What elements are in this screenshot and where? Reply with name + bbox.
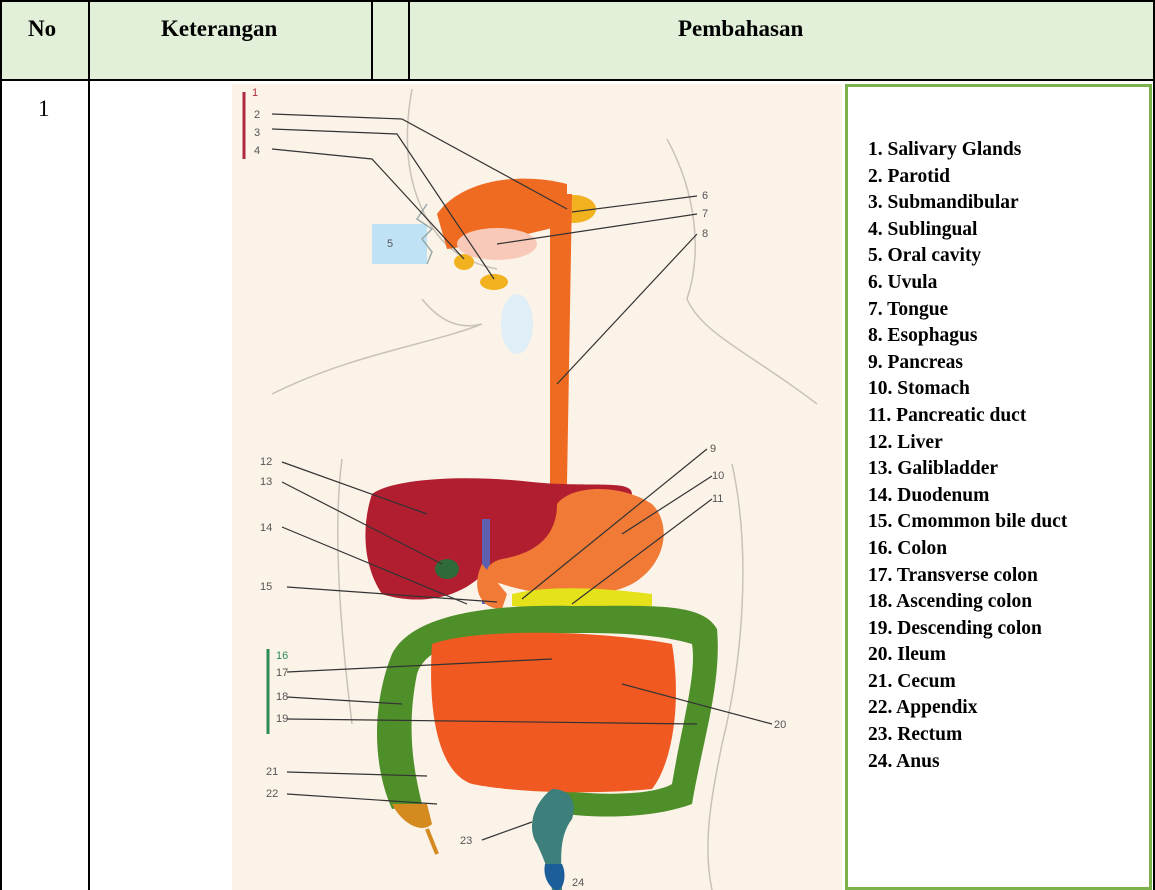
- diagram-label-1: 1: [252, 87, 258, 99]
- legend-item: 19. Descending colon: [868, 616, 1067, 643]
- diagram-label-13: 13: [260, 476, 272, 488]
- diagram-label-5: 5: [387, 238, 393, 250]
- diagram-label-2: 2: [254, 109, 260, 121]
- legend-item: 24. Anus: [868, 749, 1067, 776]
- legend-item: 7. Tongue: [868, 297, 1067, 324]
- diagram-label-3: 3: [254, 127, 260, 139]
- table-left-border: [0, 0, 2, 890]
- column-divider-keterangan: [371, 0, 373, 80]
- diagram-label-18: 18: [276, 691, 288, 703]
- diagram-label-6: 6: [702, 190, 708, 202]
- legend-item: 23. Rectum: [868, 722, 1067, 749]
- diagram-label-4: 4: [254, 145, 260, 157]
- legend-item: 12. Liver: [868, 430, 1067, 457]
- legend-item: 13. Galibladder: [868, 456, 1067, 483]
- legend-item: 3. Submandibular: [868, 190, 1067, 217]
- legend-item: 20. Ileum: [868, 642, 1067, 669]
- diagram-label-22: 22: [266, 788, 278, 800]
- diagram-label-15: 15: [260, 581, 272, 593]
- diagram-label-23: 23: [460, 835, 472, 847]
- legend-item: 15. Cmommon bile duct: [868, 509, 1067, 536]
- row-number: 1: [38, 96, 50, 122]
- legend-item: 8. Esophagus: [868, 323, 1067, 350]
- legend-item: 1. Salivary Glands: [868, 137, 1067, 164]
- header-pembahasan: Pembahasan: [678, 16, 803, 42]
- header-keterangan: Keterangan: [161, 16, 277, 42]
- legend-item: 2. Parotid: [868, 164, 1067, 191]
- header-no: No: [28, 16, 56, 42]
- legend-item: 21. Cecum: [868, 669, 1067, 696]
- legend-item: 14. Duodenum: [868, 483, 1067, 510]
- diagram-label-20: 20: [774, 719, 786, 731]
- legend-item: 11. Pancreatic duct: [868, 403, 1067, 430]
- diagram-label-14: 14: [260, 522, 272, 534]
- legend-list: 1. Salivary Glands 2. Parotid 3. Submand…: [868, 137, 1067, 775]
- header-bottom-border: [0, 79, 1155, 81]
- diagram-label-19: 19: [276, 713, 288, 725]
- diagram-label-11: 11: [712, 493, 723, 505]
- diagram-label-10: 10: [712, 470, 724, 482]
- diagram-label-24: 24: [572, 877, 584, 889]
- diagram-label-12: 12: [260, 456, 272, 468]
- legend-item: 16. Colon: [868, 536, 1067, 563]
- legend-item: 17. Transverse colon: [868, 563, 1067, 590]
- legend-item: 4. Sublingual: [868, 217, 1067, 244]
- column-divider-pembahasan: [408, 0, 410, 80]
- diagram-label-17: 17: [276, 667, 288, 679]
- diagram-label-7: 7: [702, 208, 708, 220]
- legend-item: 18. Ascending colon: [868, 589, 1067, 616]
- legend-item: 6. Uvula: [868, 270, 1067, 297]
- legend-item: 5. Oral cavity: [868, 243, 1067, 270]
- diagram-label-16: 16: [276, 650, 288, 662]
- legend-box: 1. Salivary Glands 2. Parotid 3. Submand…: [845, 84, 1152, 890]
- column-divider-no: [88, 0, 90, 890]
- diagram-label-9: 9: [710, 443, 716, 455]
- diagram-label-8: 8: [702, 228, 708, 240]
- digestive-system-diagram: 1 2 3 4 5 6 7 8 9 10 11 12 13 14 15 16 1…: [232, 84, 842, 890]
- table-top-border: [0, 0, 1155, 2]
- legend-item: 22. Appendix: [868, 695, 1067, 722]
- legend-item: 10. Stomach: [868, 376, 1067, 403]
- diagram-label-21: 21: [266, 766, 278, 778]
- legend-item: 9. Pancreas: [868, 350, 1067, 377]
